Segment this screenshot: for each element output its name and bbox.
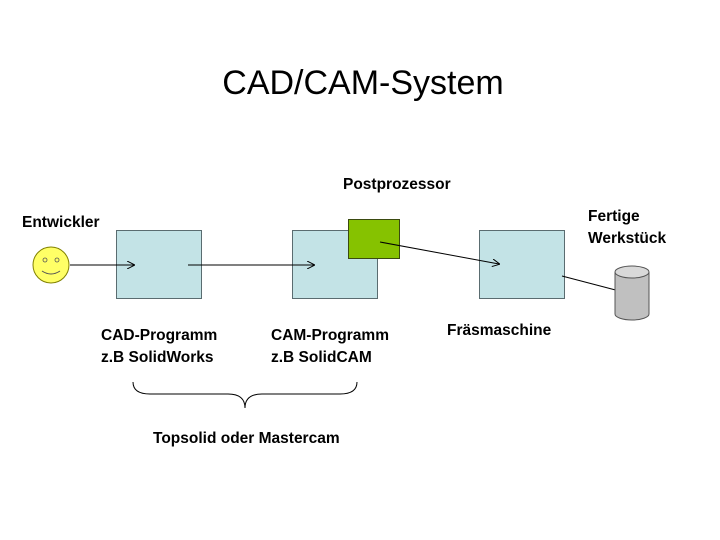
postprocessor-box — [348, 219, 400, 259]
cad-program-label-line2: z.B SolidWorks — [101, 349, 214, 366]
curly-brace — [132, 381, 358, 409]
milling-machine-label: Fräsmaschine — [447, 322, 552, 339]
page-title: CAD/CAM-System — [222, 64, 504, 102]
cylinder-icon — [614, 265, 650, 321]
cam-program-label: CAM-Programm z.B SolidCAM — [271, 325, 389, 369]
cad-program-label-line1: CAD-Programm — [101, 327, 218, 344]
cad-program-label: CAD-Programm z.B SolidWorks — [101, 325, 217, 369]
cam-program-label-line2: z.B SolidCAM — [271, 349, 372, 366]
bracket-caption: Topsolid oder Mastercam — [153, 430, 340, 447]
finished-workpiece-label: Fertige Werkstück — [588, 206, 666, 250]
arrow-postprocessor-to-mill — [379, 241, 499, 264]
postprocessor-label: Postprozessor — [343, 176, 451, 193]
developer-label: Entwickler — [22, 214, 100, 231]
finished-workpiece-label-line1: Fertige — [588, 208, 640, 225]
cam-program-label-line1: CAM-Programm — [271, 327, 389, 344]
finished-workpiece-label-line2: Werkstück — [588, 230, 667, 247]
smiley-face-icon — [32, 246, 70, 284]
